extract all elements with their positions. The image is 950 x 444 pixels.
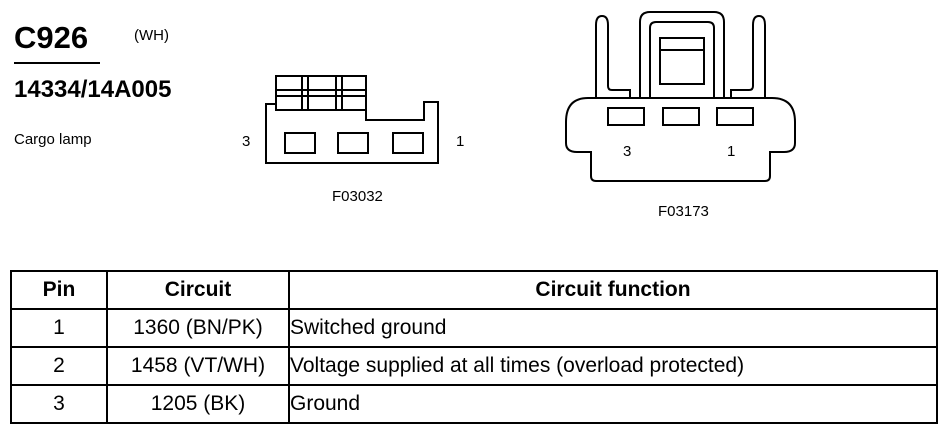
wire-color: (WH) [134, 27, 169, 44]
table-row: 1 1360 (BN/PK) Switched ground [10, 308, 938, 348]
table-row: 2 1458 (VT/WH) Voltage supplied at all t… [10, 346, 938, 386]
connector-face-view-right [565, 11, 796, 182]
header-pin: Pin [10, 270, 108, 310]
connector-face-view-left [265, 75, 439, 164]
pin-label-right-3: 3 [623, 143, 632, 160]
pin-table: Pin Circuit Circuit function 1 1360 (BN/… [10, 270, 938, 424]
figure-label-left: F03032 [332, 188, 383, 205]
table-header-row: Pin Circuit Circuit function [10, 270, 938, 310]
connector-diagrams [265, 11, 796, 182]
cell-pin: 2 [10, 346, 108, 386]
pin-label-right-1: 1 [727, 143, 736, 160]
cell-circuit: 1458 (VT/WH) [106, 346, 290, 386]
cell-function: Ground [288, 384, 938, 424]
header-circuit-function: Circuit function [288, 270, 938, 310]
cell-function: Switched ground [288, 308, 938, 348]
pin-label-left-1: 1 [456, 133, 465, 150]
cell-pin: 1 [10, 308, 108, 348]
pin-label-left-3: 3 [242, 133, 251, 150]
connector-code-underline [14, 62, 100, 64]
header-circuit: Circuit [106, 270, 290, 310]
connector-code: C926 [14, 20, 89, 55]
cell-function: Voltage supplied at all times (overload … [288, 346, 938, 386]
cell-circuit: 1360 (BN/PK) [106, 308, 290, 348]
table-row: 3 1205 (BK) Ground [10, 384, 938, 424]
part-number: 14334/14A005 [14, 76, 172, 103]
connector-description: Cargo lamp [14, 131, 92, 148]
figure-label-right: F03173 [658, 203, 709, 220]
cell-circuit: 1205 (BK) [106, 384, 290, 424]
cell-pin: 3 [10, 384, 108, 424]
